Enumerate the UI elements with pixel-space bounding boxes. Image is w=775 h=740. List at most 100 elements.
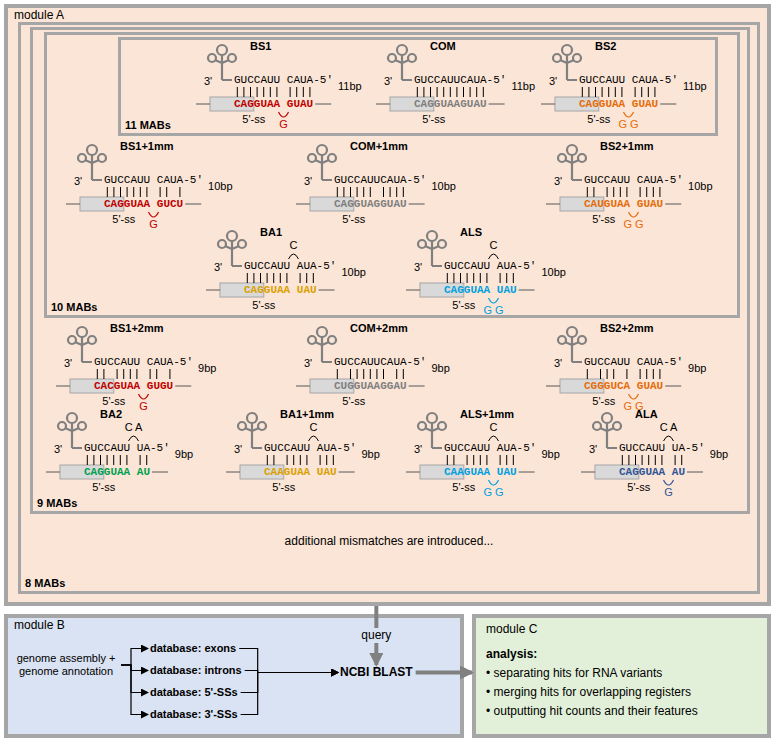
base-pair-count: 10bp	[541, 266, 565, 279]
strand-end: 3'	[304, 357, 312, 370]
bulge-nucleotide: G	[664, 486, 673, 499]
bulge-nucleotide: C	[490, 239, 498, 252]
target-sequence: CAGGUAA UAU	[244, 284, 317, 296]
mab-name: BS1	[250, 40, 271, 53]
mab-name: ALS+1mm	[460, 408, 514, 421]
target-sequence: CAGGUAGGUAU	[334, 198, 407, 210]
u1-sequence: GUCCAUU UA-5'	[619, 442, 705, 454]
base-pair-count: 10bp	[208, 180, 232, 193]
bullet-item: • outputting hit counts and their featur…	[486, 704, 757, 719]
mab-pairing: BS2+2mm3'GUCCAUU CAUA-5'CGGGUCA GUAU9bp5…	[540, 322, 711, 414]
bulge-nucleotide: G G	[623, 218, 643, 231]
strand-end: 3'	[304, 175, 312, 188]
target-sequence: CAGGUAA AU	[619, 466, 685, 478]
database-label: database: exons	[150, 642, 236, 655]
strand-end: 3'	[414, 261, 422, 274]
connector-arrow	[121, 665, 148, 693]
mab-pairing: BA23'GUCCAUU UA-5'CAGGUAA AU9bp5'-ssC A	[40, 408, 198, 500]
flow-arrow	[374, 606, 378, 665]
base-pair-count: 10bp	[688, 180, 712, 193]
module-panel: module A8 MABsadditional mismatches are …	[4, 4, 771, 606]
u1-sequence: GUCCAUU CAUA-5'	[104, 174, 203, 186]
strand-end: 3'	[74, 175, 82, 188]
u1-sequence: GUCCAUU CAUA-5'	[234, 74, 333, 86]
text-node: NCBI BLAST	[340, 666, 413, 679]
mab-name: BS1+1mm	[120, 140, 174, 153]
mab-name: ALS	[460, 226, 482, 239]
module-panel: module Bgenome assembly + genome annotat…	[4, 614, 464, 738]
base-pair-count: 9bp	[431, 362, 449, 375]
strand-end: 3'	[554, 357, 562, 370]
mab-pairing: COM3'GUCCAUUCAUA-5'CAGGUAAGUAU11bp5'-ss	[370, 40, 540, 132]
base-pair-count: 9bp	[361, 448, 379, 461]
mab-group-frame: 10 MABs11 MABsBS13'GUCCAUU CAUA-5'CAGGUA…	[44, 32, 740, 318]
mab-name: COM+1mm	[350, 140, 408, 153]
text-node: database: introns	[150, 664, 242, 677]
bulge-nucleotide: C	[290, 239, 298, 252]
mab-group-frame: 11 MABs BS1 3' GUCCAUU CAUA-5' CAGGUAA GUAU 1…	[118, 37, 718, 136]
database-label: database: 3'-SSs	[150, 708, 238, 721]
database-label: NCBI BLAST	[340, 666, 413, 679]
u1-sequence: GUCCAUUCAUA-5'	[334, 356, 426, 368]
connector-arrow	[241, 673, 338, 693]
group-label: 11 MABs	[125, 119, 171, 132]
group-label: 9 MABs	[37, 497, 77, 510]
pairing-illustration	[50, 322, 221, 414]
target-sequence: CAGGUAA GUAU	[234, 98, 313, 110]
strand-end: 3'	[54, 443, 62, 456]
u1-sequence: GUCCAUUCAUA-5'	[414, 74, 506, 86]
base-pair-count: 10bp	[431, 180, 455, 193]
mab-name: BA2	[100, 408, 122, 421]
mab-group-frame: 8 MABsadditional mismatches are introduc…	[18, 22, 760, 594]
u1-sequence: GUCCAUU CAUA-5'	[584, 174, 683, 186]
mab-name: BS1+2mm	[110, 322, 164, 335]
strand-end: 3'	[204, 75, 212, 88]
mab-pairing: BS1+2mm3'GUCCAUU CAUA-5'CACGUAA GUGU9bp5…	[50, 322, 221, 414]
mab-name: BS2+2mm	[600, 322, 654, 335]
note-text: additional mismatches are introduced...	[21, 535, 757, 548]
mab-name: BA1	[260, 226, 282, 239]
strand-end: 3'	[589, 443, 597, 456]
splice-site-label: 5'-ss	[452, 481, 475, 494]
strand-end: 3'	[549, 75, 557, 88]
mab-pairing: BS1+1mm3'GUCCAUU CAUA-5'CAGGUAA GUCU10bp…	[60, 140, 237, 232]
connector-arrow	[121, 665, 148, 715]
target-sequence: CAUGUAA GUAU	[584, 198, 663, 210]
flow-arrow	[416, 671, 472, 675]
bulge-nucleotide: C A	[125, 421, 143, 434]
target-sequence: CAAGUAA UAU	[264, 466, 337, 478]
bulge-nucleotide: G	[279, 118, 288, 131]
strand-end: 3'	[554, 175, 562, 188]
base-pair-count: 9bp	[710, 448, 728, 461]
splice-site-label: 5'-ss	[452, 299, 475, 312]
splice-site-label: 5'-ss	[112, 213, 135, 226]
bullet-item: • separating hits for RNA variants	[486, 666, 757, 681]
bulge-nucleotide: G G	[483, 304, 503, 317]
base-pair-count: 9bp	[198, 362, 216, 375]
splice-site-label: 5'-ss	[272, 481, 295, 494]
splice-site-label: 5'-ss	[92, 481, 115, 494]
u1-sequence: GUCCAUUCAUA-5'	[334, 174, 426, 186]
mab-pairing: BS2+1mm3'GUCCAUU CAUA-5'CAUGUAA GUAU10bp…	[540, 140, 717, 232]
mab-pairing: COM+1mm3'GUCCAUUCAUA-5'CAGGUAGGUAU10bp5'…	[290, 140, 460, 232]
module-panel: module Canalysis:• separating hits for R…	[472, 614, 771, 738]
strand-end: 3'	[64, 357, 72, 370]
base-pair-count: 9bp	[688, 362, 706, 375]
bulge-nucleotide: C A	[660, 421, 678, 434]
mab-name: ALA	[635, 408, 658, 421]
pairing-illustration	[40, 408, 198, 500]
splice-site-label: 5'-ss	[587, 113, 610, 126]
bulge-nucleotide: C	[490, 421, 498, 434]
section-heading: analysis:	[486, 647, 757, 662]
base-pair-count: 11bp	[338, 80, 362, 93]
mab-pairing: ALA3'GUCCAUU UA-5'CAGGUAA AU9bp5'-ssC AG	[575, 408, 733, 500]
edge-label: query	[358, 628, 394, 643]
strand-end: 3'	[384, 75, 392, 88]
text-node: database: exons	[150, 642, 236, 655]
mab-group-frame: 9 MABs10 MABs11 MABsBS13'GUCCAUU CAUA-5'…	[30, 27, 750, 514]
bullet-item: • merging hits for overlapping registers	[486, 685, 757, 700]
u1-sequence: GUCCAUU AUA-5'	[444, 442, 536, 454]
pairing-illustration	[220, 408, 384, 500]
mab-name: BA1+1mm	[280, 408, 334, 421]
